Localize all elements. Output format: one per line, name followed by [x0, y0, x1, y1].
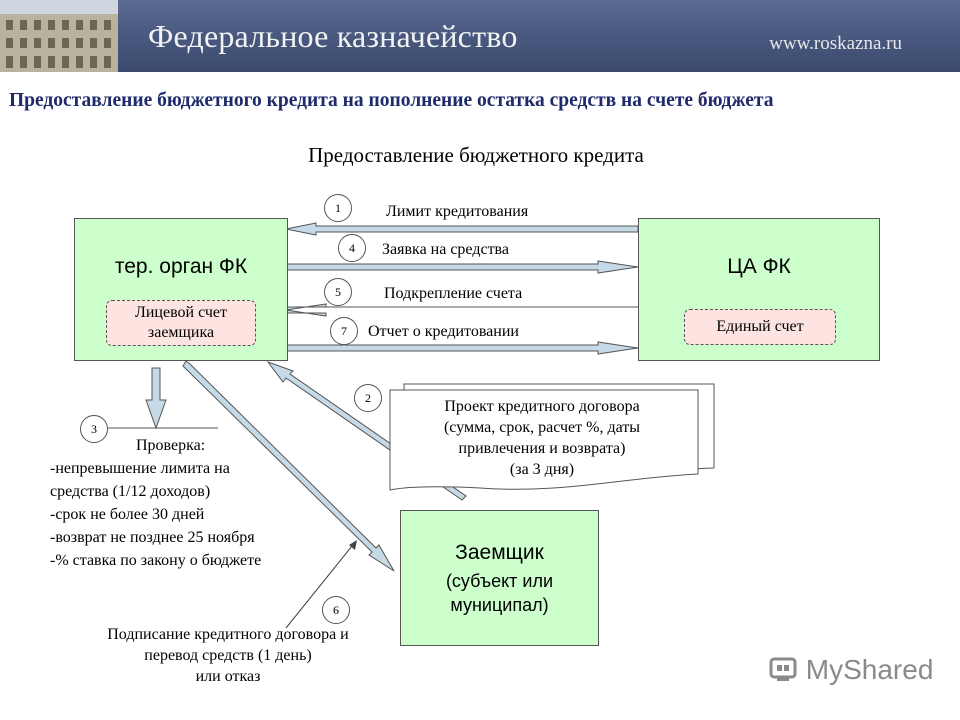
step-circle-7: 7	[330, 317, 358, 345]
arrow-request	[285, 260, 639, 274]
ter-organ-title: тер. орган ФК	[114, 255, 248, 278]
header-url: www.roskazna.ru	[769, 33, 902, 54]
watermark: MyShared	[768, 654, 933, 686]
flow-label-request: Заявка на средства	[382, 241, 509, 258]
page-title: Предоставление бюджетного кредита на поп…	[9, 90, 774, 111]
check-item-3: -срок не более 30 дней	[50, 506, 205, 523]
borrower-subtitle-2: муниципал)	[450, 595, 549, 615]
check-item-4: -возврат не позднее 25 ноября	[50, 529, 255, 546]
header-banner: Федеральное казначейство www.roskazna.ru	[0, 0, 960, 72]
header-title: Федеральное казначейство	[148, 18, 518, 54]
step-circle-3: 3	[80, 415, 108, 443]
step-circle-4: 4	[338, 234, 366, 262]
single-account: Единый счет	[684, 309, 836, 345]
check-item-2: средства (1/12 доходов)	[50, 483, 211, 500]
step-circle-6: 6	[322, 596, 350, 624]
arrow-limit	[285, 222, 639, 236]
contract-draft-line-1: Проект кредитного договора	[444, 398, 640, 415]
borrower-account: Лицевой счет заемщика	[106, 300, 256, 346]
signing-line-1: Подписание кредитного договора и	[107, 626, 349, 643]
signing-line-3: или отказ	[195, 668, 261, 685]
flow-label-report: Отчет о кредитовании	[368, 323, 519, 340]
borrower-subtitle-1: (субъект или	[445, 571, 554, 591]
contract-draft-line-2: (сумма, срок, расчет %, даты	[443, 419, 641, 436]
borrower-box: Заемщик (субъект или муниципал)	[400, 510, 599, 646]
ter-organ-box: тер. орган ФК Лицевой счет заемщика	[74, 218, 288, 361]
arrow-to-borrower	[182, 360, 395, 572]
contract-draft-text: Проект кредитного договора (сумма, срок,…	[402, 396, 682, 480]
building-photo	[0, 0, 118, 72]
step-circle-1: 1	[324, 194, 352, 222]
arrow-report	[285, 341, 639, 355]
watermark-text: MyShared	[805, 654, 934, 685]
check-item-1: -непревышение лимита на	[50, 460, 230, 477]
arrow-check-down	[145, 367, 167, 430]
contract-draft-line-3: привлечения и возврата)	[458, 440, 626, 457]
signing-line-2: перевод средств (1 день)	[144, 647, 312, 664]
signing-text: Подписание кредитного договора и перевод…	[78, 624, 378, 687]
contract-draft-line-4: (за 3 дня)	[509, 461, 575, 478]
diagram-title: Предоставление бюджетного кредита	[308, 143, 644, 167]
step-circle-5: 5	[324, 278, 352, 306]
document-shape-front	[389, 389, 699, 491]
step-circle-2: 2	[354, 384, 382, 412]
flow-label-reinforcement: Подкрепление счета	[384, 285, 523, 302]
ca-fk-box: ЦА ФК Единый счет	[638, 218, 880, 361]
borrower-title: Заемщик	[455, 541, 544, 564]
check-title: Проверка:	[136, 437, 206, 454]
ca-fk-title: ЦА ФК	[727, 255, 791, 278]
flow-label-limit: Лимит кредитования	[386, 203, 529, 220]
watermark-logo-icon	[769, 657, 797, 681]
check-item-5: -% ставка по закону о бюджете	[50, 552, 262, 569]
